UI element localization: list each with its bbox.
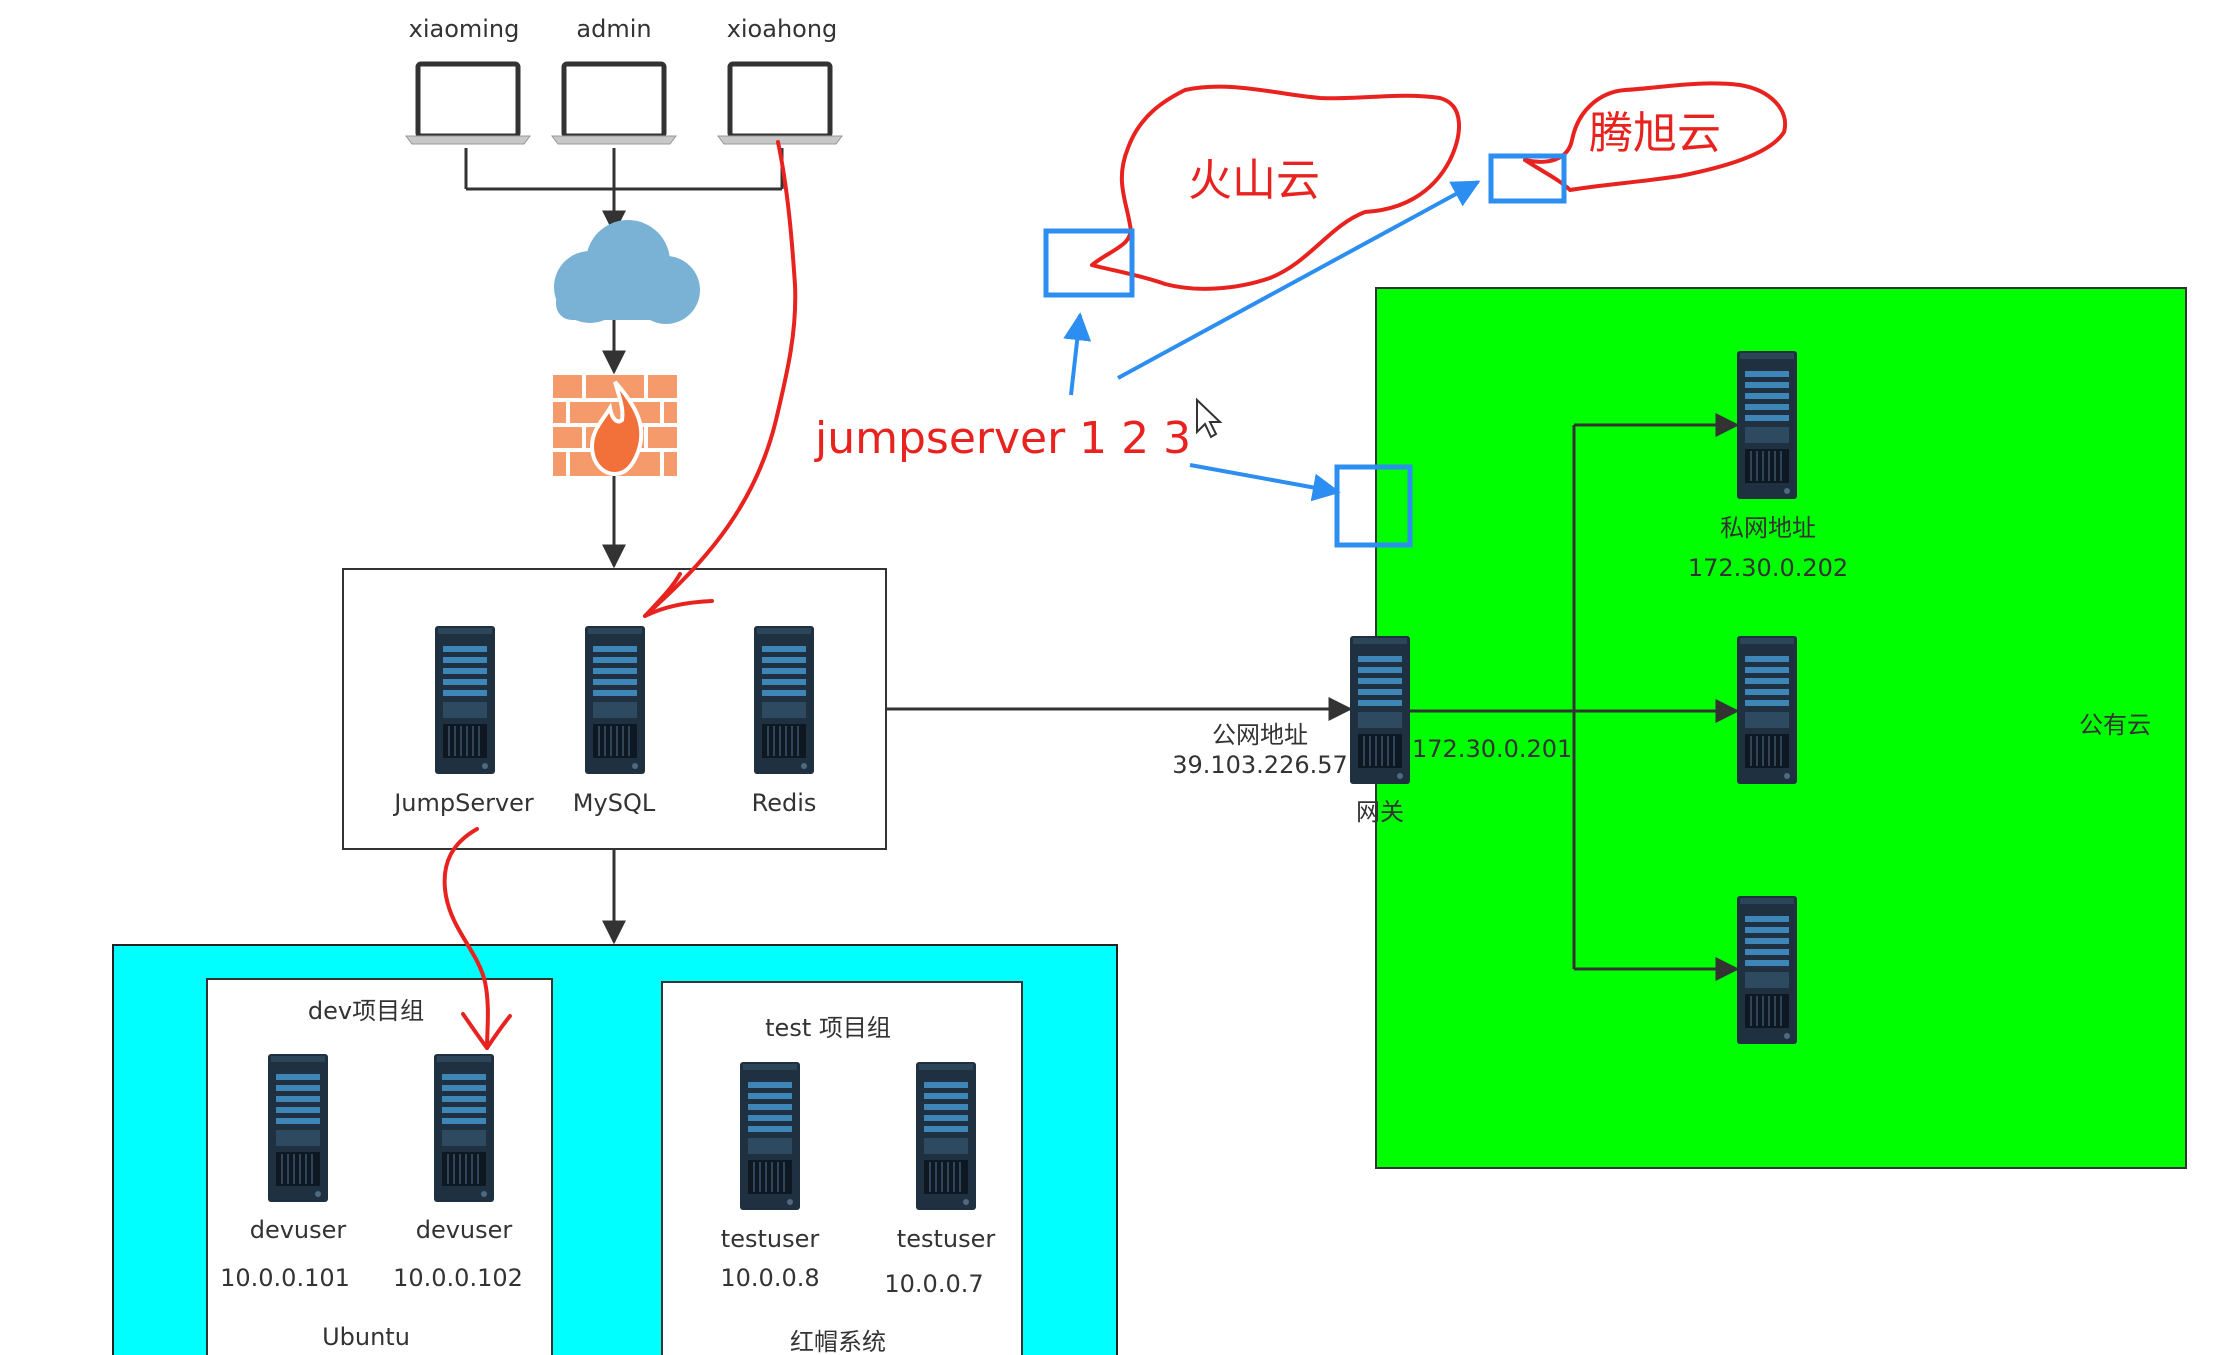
connectors <box>464 148 1740 981</box>
mouse-cursor-icon <box>1196 397 1223 439</box>
gateway-server-icon <box>1349 635 1411 785</box>
cloud-icon <box>554 220 700 324</box>
laptop-icon <box>406 64 530 144</box>
gateway-public-ip: 39.103.226.57 <box>1172 751 1348 779</box>
private-server-ip: 172.30.0.202 <box>1688 554 1848 582</box>
server-icon <box>267 1053 329 1203</box>
host-ip: 10.0.0.7 <box>884 1270 983 1298</box>
host-user: devuser <box>416 1216 513 1244</box>
firewall-icon <box>553 375 677 477</box>
jumpserver-annotation: jumpserver 1 2 3 <box>814 413 1191 464</box>
server-label: MySQL <box>573 789 656 817</box>
server-icon <box>434 625 496 775</box>
host-ip: 10.0.0.102 <box>393 1264 523 1292</box>
group-os: Ubuntu <box>322 1323 410 1351</box>
server-icon <box>739 1061 801 1211</box>
host-ip: 10.0.0.8 <box>720 1264 819 1292</box>
server-icon <box>584 625 646 775</box>
laptop-icon <box>718 64 842 144</box>
user-label: xiaoming <box>409 15 520 43</box>
user-label: admin <box>576 15 651 43</box>
host-user: testuser <box>721 1225 820 1253</box>
group-os: 红帽系统 <box>790 1328 886 1355</box>
blue-arrows <box>1063 180 1481 502</box>
server-icon <box>1736 635 1798 785</box>
dev-group-box <box>206 978 553 1355</box>
host-user: devuser <box>250 1216 347 1244</box>
server-label: Redis <box>752 789 817 817</box>
host-ip: 10.0.0.101 <box>220 1264 350 1292</box>
gateway-public-label: 公网地址 <box>1212 721 1308 749</box>
server-icon <box>1736 350 1798 500</box>
server-icon <box>753 625 815 775</box>
public-cloud-label: 公有云 <box>2079 711 2151 739</box>
server-icon <box>1736 895 1798 1045</box>
server-icon <box>433 1053 495 1203</box>
server-icon <box>915 1061 977 1211</box>
red-annotations <box>442 81 1788 1050</box>
blue-annotations <box>1043 153 1567 548</box>
group-title: test 项目组 <box>765 1014 891 1042</box>
laptop-icon <box>552 64 676 144</box>
user-label: xioahong <box>727 15 838 43</box>
group-title: dev项目组 <box>308 997 424 1025</box>
server-label: JumpServer <box>392 789 534 817</box>
gateway-name: 网关 <box>1356 798 1404 826</box>
tengxu-cloud-label: 腾旭云 <box>1589 108 1721 159</box>
private-server-label: 私网地址 <box>1720 514 1816 542</box>
volcano-cloud-label: 火山云 <box>1188 155 1320 206</box>
gateway-private-ip: 172.30.0.201 <box>1412 735 1572 763</box>
host-user: testuser <box>897 1225 996 1253</box>
